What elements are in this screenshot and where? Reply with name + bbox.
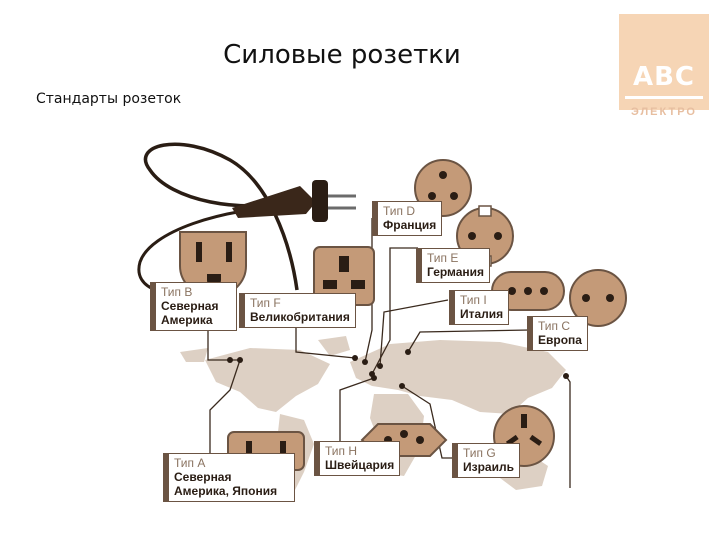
socket-f-icon: [313, 246, 375, 306]
logo-sub-text: ЭЛЕКТРО: [631, 106, 697, 118]
map-greenland: [318, 336, 350, 356]
socket-c-icon: [569, 269, 627, 327]
label-type-h: Тип H Швейцария: [314, 441, 401, 476]
map-north-america: [205, 348, 330, 412]
label-type-d: Тип D Франция: [372, 201, 443, 236]
map-eurasia: [350, 340, 566, 414]
page-subtitle: Стандарты розеток: [36, 91, 182, 107]
page-title: Силовые розетки: [223, 40, 461, 70]
socket-b-icon: [179, 231, 247, 297]
label-type-c: Тип C Европа: [527, 316, 588, 351]
label-type-b: Тип B Северная Америка: [150, 282, 237, 331]
logo-main-text: ABC: [632, 62, 696, 92]
label-type-f: Тип F Великобритания: [239, 293, 356, 328]
logo-divider: [625, 96, 703, 99]
socket-i-icon: [491, 271, 565, 311]
label-type-i: Тип I Италия: [449, 290, 510, 325]
connector-dots: [227, 349, 569, 389]
label-type-e: Тип E Германия: [416, 248, 491, 283]
label-type-g: Тип G Израиль: [452, 443, 520, 478]
map-alaska: [180, 348, 208, 362]
label-type-a: Тип A Северная Америка, Япония: [163, 453, 295, 502]
brand-logo: ABC ЭЛЕКТРО: [619, 14, 709, 118]
